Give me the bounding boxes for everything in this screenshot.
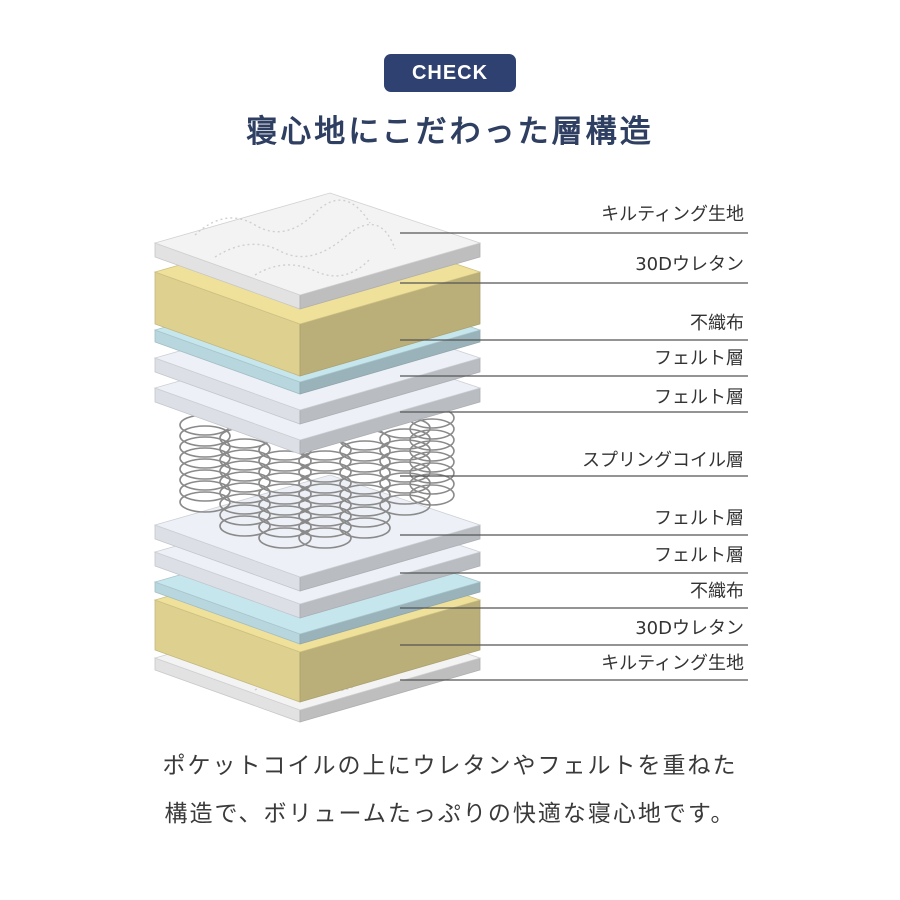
layer-label: スプリングコイル層 [582,450,744,471]
check-badge: CHECK [384,54,516,92]
caption-line-1: ポケットコイルの上にウレタンやフェルトを重ねた [162,753,738,779]
layer-label: 不織布 [690,581,744,602]
layer-label: キルティング生地 [601,653,744,674]
layer-label: 30Dウレタン [635,618,744,639]
layer-label: フェルト層 [654,387,744,408]
page-title: 寝心地にこだわった層構造 [246,114,654,150]
caption-line-2: 構造で、ボリュームたっぷりの快適な寝心地です。 [164,801,736,827]
mattress-layers [153,192,482,723]
layer-label: 30Dウレタン [635,254,744,275]
layer-label: キルティング生地 [601,204,744,225]
layer-labels: キルティング生地30Dウレタン不織布フェルト層フェルト層スプリングコイル層フェル… [400,204,748,681]
layer-label: フェルト層 [654,348,744,369]
layer-label: フェルト層 [654,545,744,566]
layer-label: フェルト層 [654,508,744,529]
layer-label: 不織布 [690,313,744,334]
layer-top-quilting [153,192,482,310]
description-caption: ポケットコイルの上にウレタンやフェルトを重ねた 構造で、ボリュームたっぷりの快適… [0,742,900,838]
spring-coils-back [179,407,455,549]
